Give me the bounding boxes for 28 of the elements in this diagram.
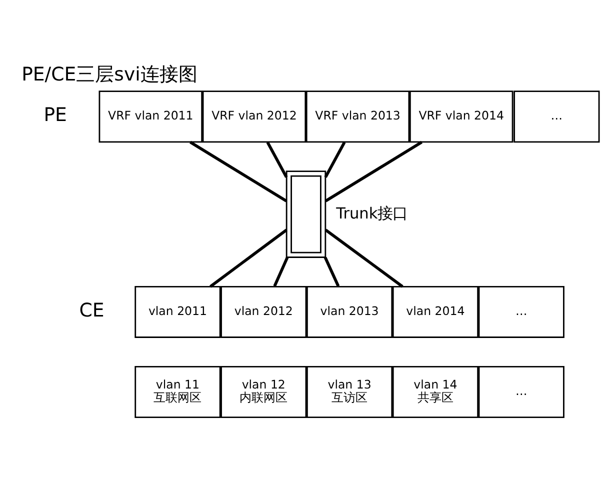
node-box [286, 170, 326, 258]
connector [324, 256, 340, 286]
connector [273, 256, 289, 286]
node-box: … [478, 365, 564, 418]
diagram-title: PE/CE三层svi连接图 [22, 64, 198, 85]
node-box: VRF vlan 2014 [409, 90, 514, 142]
connector [324, 228, 404, 288]
node-box: vlan 2014 [392, 285, 479, 338]
node-box: VRF vlan 2013 [306, 90, 410, 142]
connector [324, 141, 346, 178]
label: PE [44, 104, 67, 126]
connector [266, 141, 288, 178]
node-box: vlan 2012 [220, 285, 307, 338]
node-box: VRF vlan 2011 [98, 90, 203, 142]
connector [210, 228, 288, 288]
node-box: … [514, 90, 600, 142]
node-box: vlan 2013 [306, 285, 393, 338]
node-box: … [478, 285, 564, 338]
node-box: VRF vlan 2012 [202, 90, 306, 142]
node-box: vlan 11 互联网区 [134, 365, 221, 418]
label: CE [79, 300, 104, 321]
connector [189, 140, 288, 202]
node-box: vlan 2011 [134, 285, 221, 338]
node-box: vlan 13 互访区 [306, 365, 393, 418]
node-label: Trunk接口 [336, 204, 408, 222]
node-box: vlan 12 内联网区 [220, 365, 307, 418]
node-box: vlan 14 共享区 [392, 365, 479, 418]
connector [324, 140, 423, 202]
